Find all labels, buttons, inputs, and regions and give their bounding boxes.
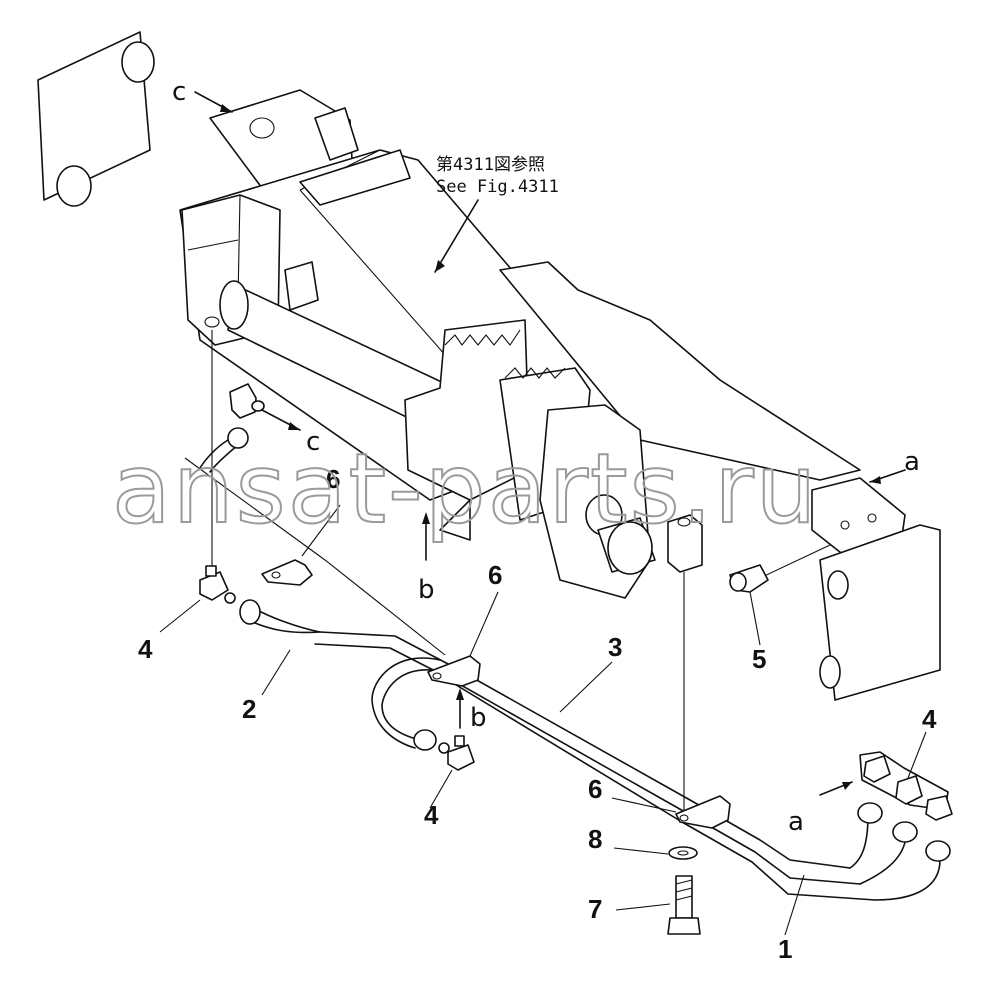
callout-7: 7	[588, 894, 602, 924]
callout-5: 5	[752, 644, 766, 674]
watermark: ansat-parts.ru	[112, 433, 819, 545]
callout-8: 8	[588, 824, 602, 854]
view-letter-b-bottom: b	[470, 703, 487, 733]
view-letter-c-top: c	[172, 77, 186, 107]
piping	[184, 330, 951, 901]
callout-2: 2	[242, 694, 256, 724]
reference-note-english: See Fig.4311	[436, 177, 559, 197]
view-arrows	[194, 91, 906, 796]
callout-1: 1	[778, 934, 792, 964]
view-letter-c-middle: c	[306, 427, 320, 457]
callout-numbers: 1 2 3 4 4 4 5 6 6 6 7 8	[138, 464, 937, 964]
callout-4-middle: 4	[424, 800, 439, 830]
reference-note: 第4311図参照 See Fig.4311	[436, 155, 559, 197]
frame-assembly	[37, 31, 941, 701]
fittings	[199, 383, 953, 821]
clamps	[261, 559, 731, 935]
leader-lines	[159, 504, 927, 936]
callout-6-lower: 6	[588, 774, 602, 804]
callout-6-left: 6	[326, 464, 340, 494]
reference-note-japanese: 第4311図参照	[436, 155, 545, 175]
callout-6-middle: 6	[488, 560, 502, 590]
view-letter-a-top: a	[904, 447, 920, 477]
view-letter-b-top: b	[418, 575, 435, 605]
callout-4-left: 4	[138, 634, 153, 664]
callout-3: 3	[608, 632, 622, 662]
callout-4-right: 4	[922, 704, 937, 734]
view-letters: a a b b c c	[172, 77, 920, 837]
view-letter-a-bottom: a	[788, 807, 804, 837]
